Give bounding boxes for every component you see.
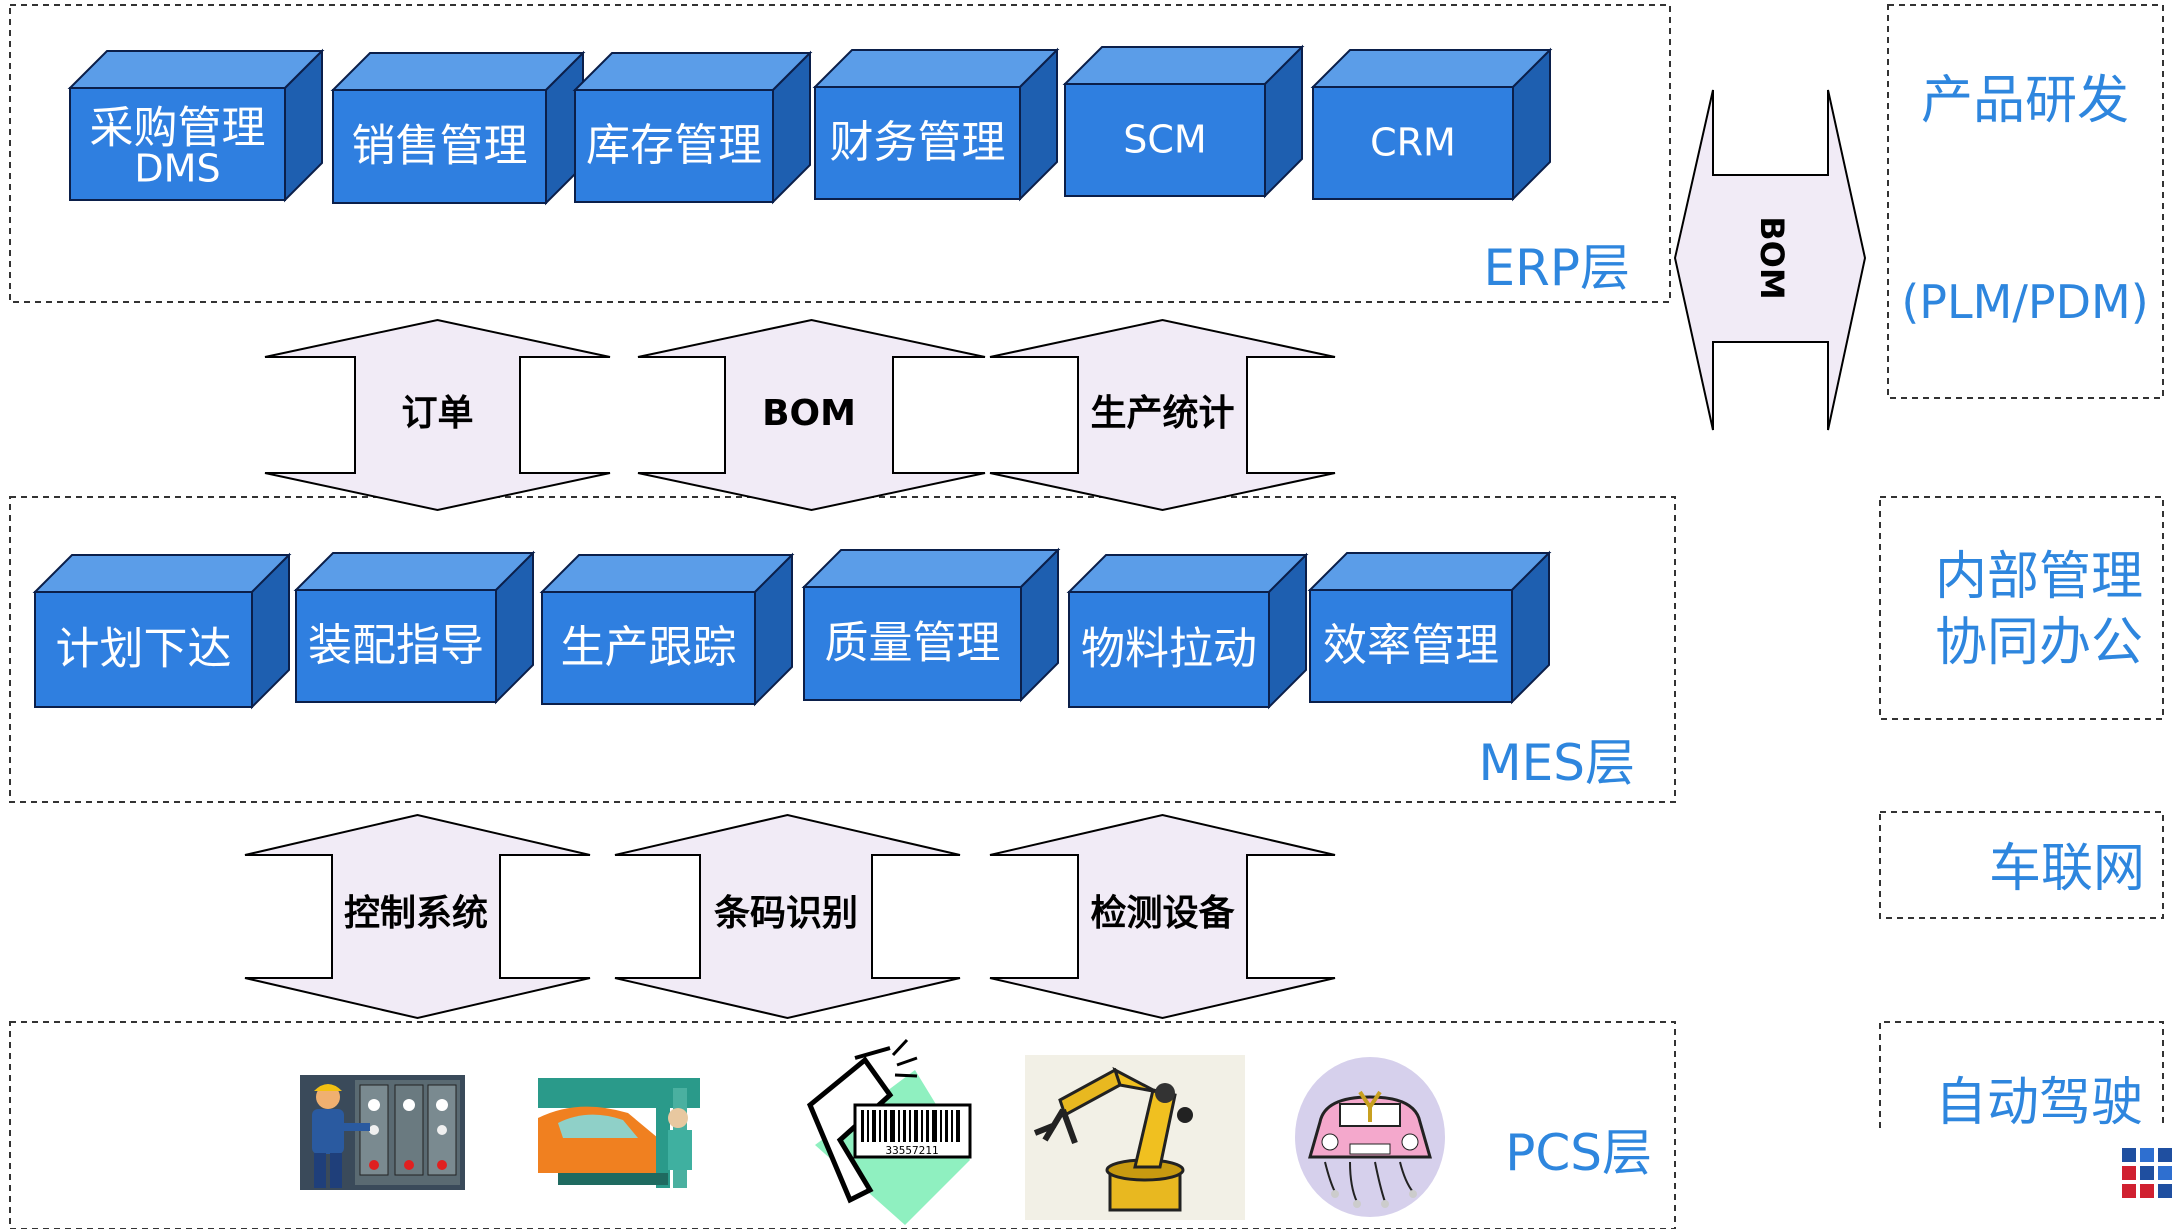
erp-module-box: 库存管理	[572, 50, 813, 205]
office-panel-line1: 内部管理	[1935, 547, 2143, 607]
operator-control-panel-icon	[300, 1075, 465, 1190]
office-panel-frame	[1879, 496, 2164, 720]
mes-pcs-links: 控制系统 条码识别 检测设备	[244, 813, 1336, 1020]
pcs-layer-label: PCS层	[1505, 1124, 1652, 1182]
mes-module-box: 效率管理	[1307, 550, 1552, 705]
wedding-car-icon	[1295, 1057, 1445, 1217]
robot-arm-icon	[1025, 1055, 1245, 1220]
erp-module-box: 财务管理	[812, 47, 1060, 202]
erp-layer-label: ERP层	[1484, 239, 1630, 297]
link-arrow-label: 控制系统	[344, 893, 488, 934]
link-arrow-label: 检测设备	[1090, 893, 1235, 934]
plm-panel-subtitle: (PLM/PDM)	[1901, 275, 2148, 329]
iov-panel-frame	[1879, 811, 2164, 919]
mes-layer-label: MES层	[1479, 734, 1635, 792]
erp-module-box: 销售管理	[330, 50, 586, 206]
iov-panel-title: 车联网	[1989, 839, 2145, 899]
mes-layer-frame	[9, 496, 1676, 803]
erp-module-box-label: SCM	[1123, 118, 1206, 162]
erp-module-box-label: 销售管理	[352, 121, 528, 172]
mes-module-box: 装配指导	[293, 550, 536, 705]
link-arrow-label: 条码识别	[714, 893, 858, 934]
erp-module-box: CRM	[1310, 47, 1553, 202]
link-arrow-label: BOM	[762, 393, 856, 434]
mes-module-box-label: 计划下达	[56, 624, 232, 675]
side-bom-arrow: BOM	[1673, 89, 1867, 431]
erp-module-box-label: 采购管理	[90, 103, 266, 154]
mes-module-box-label: 效率管理	[1323, 620, 1499, 671]
plm-panel-title: 产品研发	[1921, 71, 2129, 131]
link-arrow: 条码识别	[614, 813, 961, 1020]
mes-modules: 计划下达 装配指导 生产跟踪 质量管理 物料拉动 效率管理	[32, 547, 1552, 710]
autonomous-panel-frame	[1879, 1021, 2164, 1128]
erp-layer-frame	[9, 4, 1671, 303]
erp-module-box-label: 财务管理	[830, 117, 1006, 168]
mes-module-box: 物料拉动	[1066, 552, 1309, 710]
link-arrow: 生产统计	[989, 318, 1336, 512]
barcode-number: 33557211	[886, 1144, 939, 1157]
link-arrow-label: 订单	[401, 393, 473, 434]
erp-mes-links: 订单 BOM 生产统计	[264, 318, 1336, 512]
assembly-line-car-icon	[538, 1078, 700, 1188]
autonomous-panel-title: 自动驾驶	[1935, 1073, 2143, 1133]
link-arrow-label: 生产统计	[1090, 393, 1234, 434]
office-panel-line2: 协同办公	[1935, 613, 2143, 673]
mes-module-box: 质量管理	[801, 547, 1061, 703]
mes-module-box-label: 生产跟踪	[561, 622, 737, 673]
link-arrow: 订单	[264, 318, 611, 512]
mes-module-box-label: 装配指导	[308, 620, 484, 671]
barcode-scanner-icon: 33557211	[806, 1038, 972, 1225]
link-arrow: 检测设备	[989, 813, 1336, 1020]
mes-module-box: 生产跟踪	[539, 552, 795, 707]
mes-module-box-label: 质量管理	[825, 618, 1001, 669]
link-arrow: 控制系统	[244, 813, 591, 1020]
side-bom-label: BOM	[1753, 216, 1791, 299]
mes-module-box: 计划下达	[32, 552, 292, 710]
erp-module-box-label: CRM	[1370, 121, 1456, 165]
erp-module-box-sublabel: DMS	[134, 146, 220, 190]
erp-module-box: SCM	[1062, 44, 1305, 199]
erp-module-box-label: 库存管理	[586, 120, 762, 171]
link-arrow: BOM	[637, 318, 986, 512]
plm-panel-frame	[1887, 4, 2164, 399]
mes-module-box-label: 物料拉动	[1081, 624, 1257, 675]
corner-logo-icon	[2122, 1148, 2172, 1198]
